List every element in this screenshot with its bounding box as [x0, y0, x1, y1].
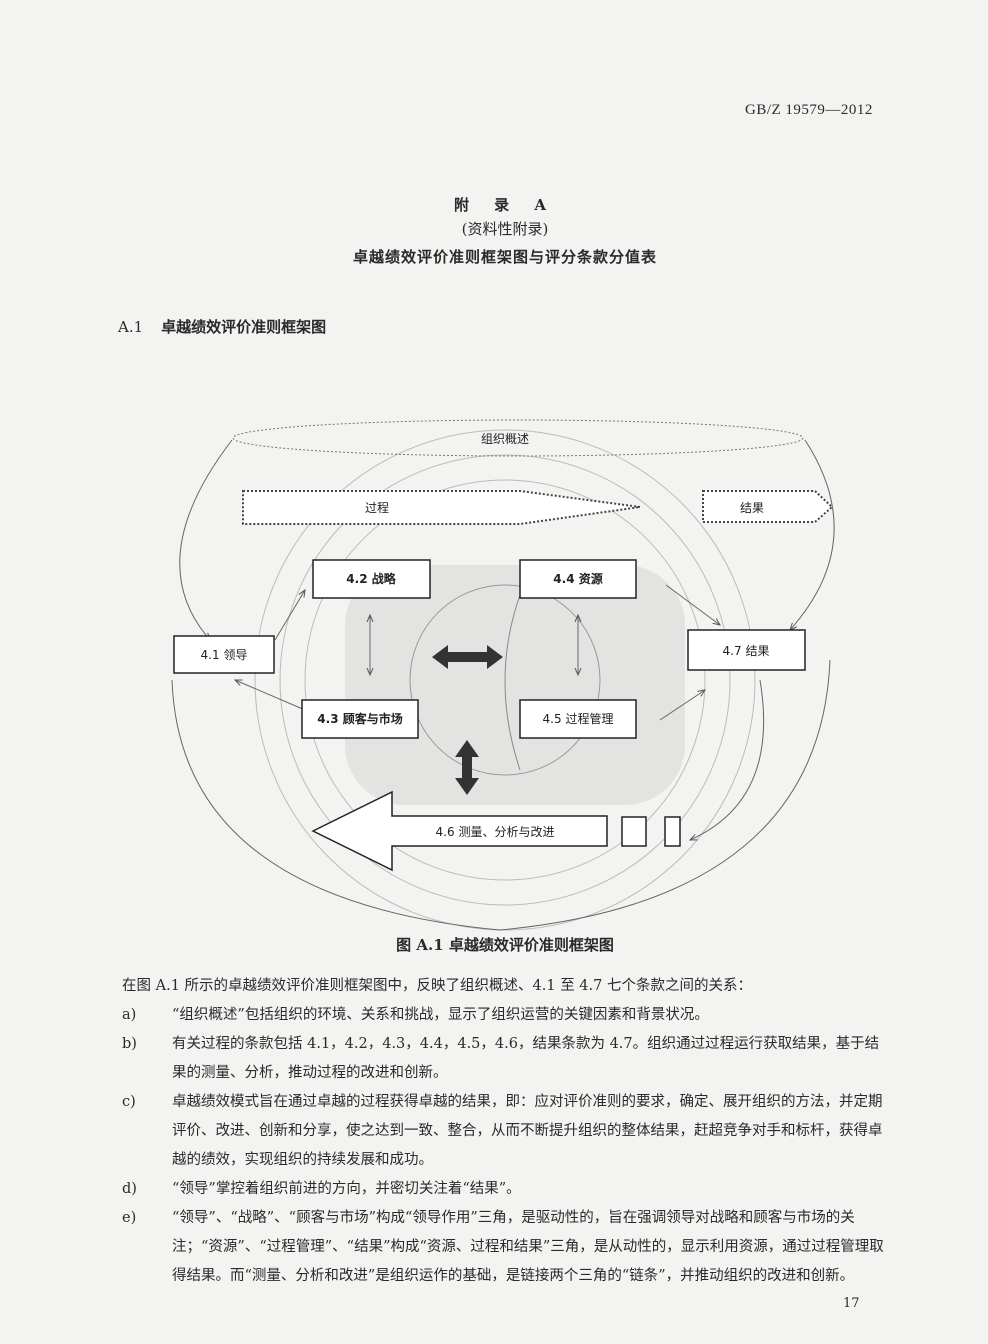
- box-customer: [301, 699, 419, 739]
- appendix-type: (资料性附录): [461, 220, 549, 238]
- background-shading: [345, 565, 685, 805]
- box-strategy: [312, 559, 431, 599]
- horizontal-double-arrow-icon: [432, 645, 503, 669]
- result-arrow-label: 结果: [740, 501, 764, 515]
- label-customer: 4.3 顾客与市场: [317, 711, 402, 726]
- section-heading: A.1 卓越绩效评价准则框架图: [118, 316, 326, 337]
- process-arrow-label: 过程: [365, 500, 389, 515]
- label-process-mgmt: 4.5 过程管理: [543, 711, 614, 726]
- measurement-arrow: [311, 790, 608, 872]
- list-item: b) 有关过程的条款包括 4.1，4.2，4.3，4.4，4.5，4.6，结果条款…: [122, 1030, 892, 1088]
- label-measurement: 4.6 测量、分析与改进: [436, 825, 555, 839]
- item-text: 卓越绩效模式旨在通过卓越的过程获得卓越的结果，即：应对评价准则的要求，确定、展开…: [172, 1094, 883, 1168]
- item-label: b): [122, 1036, 137, 1052]
- org-overview-label: 组织概述: [481, 432, 529, 446]
- section-title: 卓越绩效评价准则框架图: [161, 318, 327, 336]
- outer-curve-arrows: [171, 439, 835, 931]
- item-text: “领导”、“战略”、“顾客与市场”构成“领导作用”三角，是驱动性的，旨在强调领导…: [172, 1210, 884, 1284]
- label-results: 4.7 结果: [723, 644, 770, 658]
- list-item: d) “领导”掌控着组织前进的方向，并密切关注着“结果”。: [122, 1175, 892, 1204]
- box-process-mgmt: [519, 699, 637, 739]
- standard-code: GB/Z 19579—2012: [745, 102, 873, 118]
- box-results: [687, 629, 806, 671]
- appendix-title: 附 录 A: [453, 196, 557, 214]
- label-strategy: 4.2 战略: [346, 571, 396, 586]
- intro-paragraph: 在图 A.1 所示的卓越绩效评价准则框架图中，反映了组织概述、4.1 至 4.7…: [122, 978, 752, 994]
- figure-caption: 图 A.1 卓越绩效评价准则框架图: [396, 936, 614, 954]
- org-overview-ellipse: [232, 419, 804, 457]
- list-item: a) “组织概述”包括组织的环境、关系和挑战，显示了组织运营的关键因素和背景状况。: [122, 1001, 892, 1030]
- item-text: “组织概述”包括组织的环境、关系和挑战，显示了组织运营的关键因素和背景状况。: [172, 1007, 709, 1023]
- item-label: a): [122, 1007, 137, 1023]
- list-item: e) “领导”、“战略”、“顾客与市场”构成“领导作用”三角，是驱动性的，旨在强调…: [122, 1204, 892, 1291]
- item-label: d): [122, 1181, 137, 1197]
- item-text: “领导”掌控着组织前进的方向，并密切关注着“结果”。: [172, 1181, 521, 1197]
- vertical-double-arrow-icon: [455, 740, 479, 795]
- label-resources: 4.4 资源: [553, 571, 602, 586]
- box-leadership: [173, 635, 275, 674]
- item-text: 有关过程的条款包括 4.1，4.2，4.3，4.4，4.5，4.6，结果条款为 …: [172, 1036, 880, 1081]
- result-arrow: [702, 490, 834, 523]
- appendix-main-title: 卓越绩效评价准则框架图与评分条款分值表: [352, 248, 657, 266]
- label-leadership: 4.1 领导: [201, 648, 248, 662]
- section-number: A.1: [118, 318, 144, 336]
- box-resources: [519, 559, 637, 599]
- process-arrow: [242, 490, 641, 525]
- list-item: c) 卓越绩效模式旨在通过卓越的过程获得卓越的结果，即：应对评价准则的要求，确定、…: [122, 1088, 892, 1175]
- item-label: e): [122, 1210, 137, 1226]
- measurement-block-2: [664, 816, 681, 847]
- measurement-block-1: [621, 816, 647, 847]
- page-number: 17: [843, 1296, 860, 1311]
- item-label: c): [122, 1094, 136, 1110]
